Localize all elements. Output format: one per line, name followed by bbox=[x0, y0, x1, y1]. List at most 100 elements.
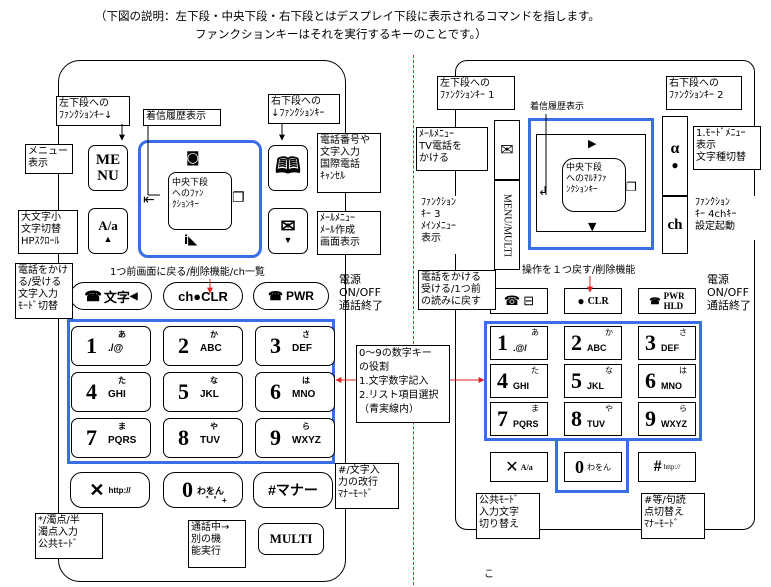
numpad-key-1[interactable]: 1./@あ bbox=[71, 326, 151, 366]
right-power-key[interactable]: ☎ PWR HLD bbox=[638, 288, 696, 314]
numpad-key-kana: な bbox=[210, 376, 218, 385]
right-info-icon: ● bbox=[671, 157, 679, 172]
numpad-key-number: 8 bbox=[571, 406, 582, 431]
right-ch-label: ch bbox=[667, 216, 683, 233]
right-menu-multi-label: MENU/MULTI bbox=[501, 193, 513, 257]
right-center-key[interactable] bbox=[562, 158, 626, 212]
label-numpad-role: 0～9の数字キー の役割 1.文字数字記入 2.リスト項目選択 （青実線内） bbox=[356, 345, 450, 423]
numpad-key-letters: GHI bbox=[108, 389, 126, 400]
phone-icon: ☎ bbox=[84, 287, 102, 304]
hash-key[interactable]: #マナー bbox=[253, 472, 333, 508]
menu-key[interactable]: ME NU bbox=[88, 145, 128, 191]
right-zero-num: 0 bbox=[575, 456, 584, 477]
numpad-key-number: 6 bbox=[645, 368, 656, 393]
label-back: 1つ前画面に戻る/削除機能/ch一覧 bbox=[110, 267, 265, 278]
case-key[interactable]: A/a ▲ bbox=[88, 208, 128, 254]
numpad-key-kana: か bbox=[210, 330, 218, 339]
right-clr-label: CLR bbox=[587, 295, 609, 307]
case-key-label: A/a bbox=[98, 218, 118, 233]
left-arrow-icon: ⇤ bbox=[143, 192, 155, 208]
numpad-key-kana: ら bbox=[302, 422, 310, 431]
star-key-glyph: ✕ bbox=[89, 479, 105, 500]
right-play-icon: ▶ bbox=[588, 137, 597, 150]
numpad-key-1[interactable]: 1.@/あ bbox=[490, 326, 548, 360]
right-zero-key[interactable]: 0 わをん bbox=[564, 452, 622, 482]
divider bbox=[413, 55, 414, 585]
multi-key[interactable]: MULTI bbox=[258, 523, 324, 555]
clr-key-label: ch●CLR bbox=[178, 288, 228, 304]
zero-key[interactable]: 0 わをん ゛゜+ bbox=[163, 472, 243, 508]
numpad-key-kana: た bbox=[531, 366, 539, 375]
phonebook-icon: 🕮 bbox=[275, 153, 301, 178]
right-menu-multi-key[interactable]: MENU/MULTI bbox=[494, 180, 520, 270]
header-line-2: ファンクションキーはそれを実行するキーのことです。） bbox=[195, 27, 487, 41]
right-call-key[interactable]: ☎ ⊟ bbox=[490, 288, 548, 314]
right-numpad-box bbox=[484, 321, 702, 441]
call-key[interactable]: ☎ 文字 ◀ bbox=[70, 282, 152, 310]
r-label-mode: 1.ﾓｰﾄﾞﾒﾆｭｰ 表示 文字種切替 bbox=[693, 126, 761, 170]
power-key[interactable]: ☎ PWR bbox=[253, 282, 329, 310]
numpad-key-letters: DEF bbox=[661, 343, 679, 353]
numpad-key-number: 9 bbox=[645, 406, 656, 431]
mail-key[interactable]: ✉ ▼ bbox=[268, 208, 308, 254]
numpad-key-4[interactable]: 4 GHI た bbox=[71, 372, 151, 412]
label-call: 電話をかけ る/受ける 文字入力 ﾓｰﾄﾞ切替 bbox=[15, 263, 73, 319]
numpad-key-number: 3 bbox=[645, 330, 656, 355]
right-mail-icon: ✉ bbox=[500, 142, 514, 159]
right-clr-icon: ● bbox=[577, 293, 585, 308]
label-history: 着信履歴表示 bbox=[143, 109, 221, 126]
label-power: 電源 ON/OFF 通話終了 bbox=[339, 273, 383, 312]
numpad-key-kana: ま bbox=[118, 422, 126, 431]
numpad-key-number: 8 bbox=[178, 425, 189, 450]
right-mail-key[interactable]: ✉ bbox=[494, 120, 520, 180]
numpad-key-kana: た bbox=[118, 376, 126, 385]
phonebook-key[interactable]: 🕮 bbox=[268, 145, 308, 191]
numpad-key-kana: な bbox=[605, 366, 613, 375]
numpad-key-number: 4 bbox=[497, 368, 508, 393]
right-alpha-label: α bbox=[670, 139, 680, 157]
r-label-left-func: 左下段への ﾌｧﾝｸｼｮﾝｷｰ 1 bbox=[437, 76, 515, 110]
label-mail: ﾒｰﾙﾒﾆｭｰ ﾒｰﾙ作成 画面表示 bbox=[317, 211, 381, 255]
numpad-key-letters: ./@ bbox=[108, 343, 124, 354]
star-key[interactable]: ✕ http:// bbox=[70, 472, 150, 508]
numpad-key-letters: PQRS bbox=[513, 419, 539, 429]
label-phonebook: 電話番号や 文字入力 国際電話 ｷｬﾝｾﾙ bbox=[317, 133, 381, 193]
right-hash-key[interactable]: # http:// bbox=[638, 452, 696, 482]
numpad-key-letters: PQRS bbox=[108, 435, 137, 446]
r-label-history: 着信履歴表示 bbox=[530, 102, 585, 112]
clr-key[interactable]: ch●CLR bbox=[163, 282, 243, 310]
star-key-sub: http:// bbox=[108, 485, 131, 495]
label-menu: メニュー 表示 bbox=[25, 144, 73, 174]
right-ch-key[interactable]: ch bbox=[662, 196, 688, 254]
right-star-sub: A/a bbox=[520, 462, 533, 472]
left-center-key[interactable] bbox=[168, 172, 232, 230]
numpad-key-letters: ABC bbox=[200, 343, 222, 354]
numpad-key-number: 4 bbox=[86, 379, 97, 404]
right-star-key[interactable]: ✕ A/a bbox=[490, 452, 548, 482]
zero-key-num: 0 bbox=[181, 477, 193, 502]
speaker-icon: ◀ bbox=[129, 290, 138, 302]
numpad-key-kana: ま bbox=[531, 404, 539, 413]
label-left-func: 左下段への ﾌｧﾝｸｼｮﾝｷｰ↓ bbox=[56, 96, 130, 126]
right-clr-key[interactable]: ● CLR bbox=[564, 288, 622, 314]
hangup-icon: ☎ bbox=[268, 289, 283, 303]
right-nav-box bbox=[528, 118, 654, 250]
right-alpha-key[interactable]: α ● bbox=[662, 116, 688, 196]
label-star: */濁点/半 濁点入力 公共ﾓｰﾄﾞ bbox=[35, 513, 103, 559]
